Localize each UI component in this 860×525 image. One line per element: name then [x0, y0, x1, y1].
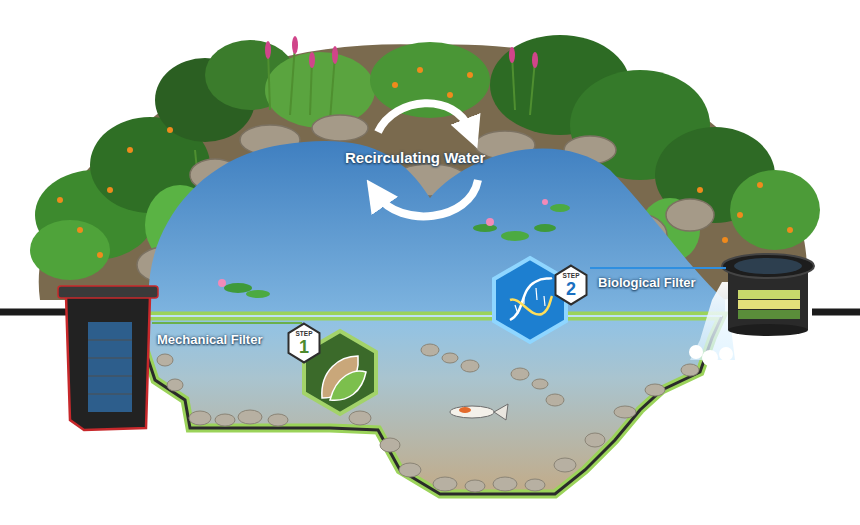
water-surface: [149, 141, 725, 318]
mechanical-filter: [58, 286, 158, 430]
recirculation-arrow: [378, 103, 470, 132]
leader-line: [590, 267, 726, 269]
flow-label: Recirculating Water: [345, 149, 485, 166]
water-line: [140, 315, 722, 317]
step-number: 1: [287, 338, 321, 356]
filter-label: Biological Filter: [598, 275, 696, 290]
leader-line: [152, 322, 302, 324]
hose: [812, 309, 860, 316]
pond-liner: [140, 316, 722, 494]
step-badge: STEP2: [554, 264, 588, 306]
recirculation-arrow: [378, 180, 478, 216]
step-word: STEP: [554, 264, 588, 280]
label-holder: Recirculating Water: [345, 149, 485, 167]
biological-filter: [722, 254, 814, 336]
step-badge: STEP1: [287, 322, 321, 364]
label-holder: Biological Filter: [598, 273, 696, 291]
koi-fish: [450, 404, 508, 420]
hose: [0, 309, 66, 316]
step-number: 2: [554, 280, 588, 298]
label-holder: Mechanical Filter: [157, 330, 262, 348]
pond-cross-section: [140, 316, 722, 494]
biological-step-icon: [494, 258, 566, 342]
filter-label: Mechanical Filter: [157, 332, 262, 347]
step-word: STEP: [287, 322, 321, 338]
pebbles: [157, 344, 699, 492]
